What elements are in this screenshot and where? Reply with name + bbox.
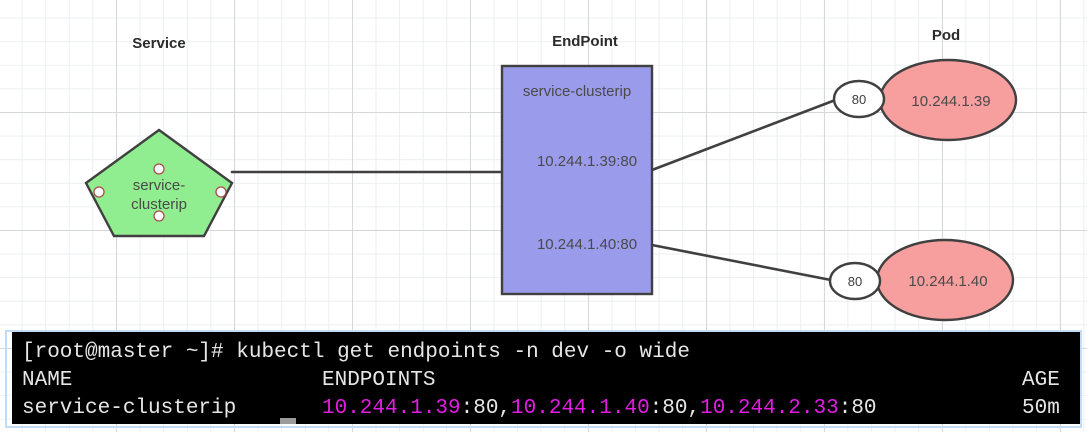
connection-dot-left[interactable] — [93, 186, 105, 198]
service-node-label-line1: service- — [133, 177, 186, 194]
endpoint-entry-2: 10.244.1.40:80 — [537, 236, 637, 253]
pod-port-badge-1[interactable] — [832, 79, 886, 119]
connection-dot-top[interactable] — [153, 163, 165, 175]
pod-node-1[interactable]: 80 10.244.1.39 — [832, 58, 1018, 142]
service-pentagon-shape[interactable] — [84, 128, 234, 238]
pod-node-2[interactable]: 80 10.244.1.40 — [828, 238, 1015, 322]
group-title-endpoint: EndPoint — [552, 33, 618, 50]
terminal-window[interactable]: [root@master ~]# kubectl get endpoints -… — [12, 332, 1080, 424]
endpoint-node[interactable]: service-clusterip 10.244.1.39:80 10.244.… — [500, 64, 654, 296]
endpoint-entry-1: 10.244.1.39:80 — [537, 153, 637, 170]
endpoint-ip-1: 10.244.1.39 — [322, 397, 461, 420]
edge-endpoint-to-pod-2 — [650, 243, 838, 283]
endpoint-rect-shape[interactable] — [500, 64, 654, 296]
terminal-cell-age: 50m — [1022, 397, 1060, 420]
endpoint-ip-3: 10.244.2.33 — [700, 397, 839, 420]
terminal-header-endpoints: ENDPOINTS — [322, 369, 436, 392]
pod-port-label-2: 80 — [848, 274, 862, 289]
service-node-label-line2: clusterip — [131, 196, 187, 213]
endpoint-port-3: :80 — [838, 397, 877, 420]
connection-dot-bottom[interactable] — [153, 210, 165, 222]
group-title-service: Service — [132, 35, 185, 52]
endpoint-port-1: :80, — [460, 397, 512, 420]
pod-ip-label-1: 10.244.1.39 — [911, 93, 990, 110]
endpoint-port-2: :80, — [649, 397, 701, 420]
pod-port-badge-2[interactable] — [828, 261, 882, 301]
terminal-prompt: [root@master ~]# — [22, 341, 237, 364]
terminal-cell-name: service-clusterip — [22, 397, 237, 420]
connection-dot-right[interactable] — [215, 186, 227, 198]
terminal-header-row: NAME ENDPOINTS AGE — [22, 370, 1060, 391]
pod-port-label-1: 80 — [852, 92, 866, 107]
terminal-cursor — [280, 418, 296, 424]
edge-endpoint-to-pod-1 — [650, 97, 840, 172]
pod-ip-label-2: 10.244.1.40 — [908, 273, 987, 290]
service-node[interactable]: service- clusterip — [84, 128, 234, 238]
group-title-pod: Pod — [932, 27, 960, 44]
endpoint-ip-2: 10.244.1.40 — [511, 397, 650, 420]
terminal-command-line: [root@master ~]# kubectl get endpoints -… — [22, 342, 690, 363]
terminal-header-name: NAME — [22, 369, 73, 392]
terminal-header-age: AGE — [1022, 369, 1060, 392]
terminal-cell-endpoints: 10.244.1.39:80,10.244.1.40:80,10.244.2.3… — [322, 398, 1022, 419]
network-diagram: Service EndPoint Pod service- clusterip … — [84, 27, 1018, 322]
endpoint-node-title: service-clusterip — [523, 83, 631, 100]
terminal-command: kubectl get endpoints -n dev -o wide — [236, 341, 690, 364]
